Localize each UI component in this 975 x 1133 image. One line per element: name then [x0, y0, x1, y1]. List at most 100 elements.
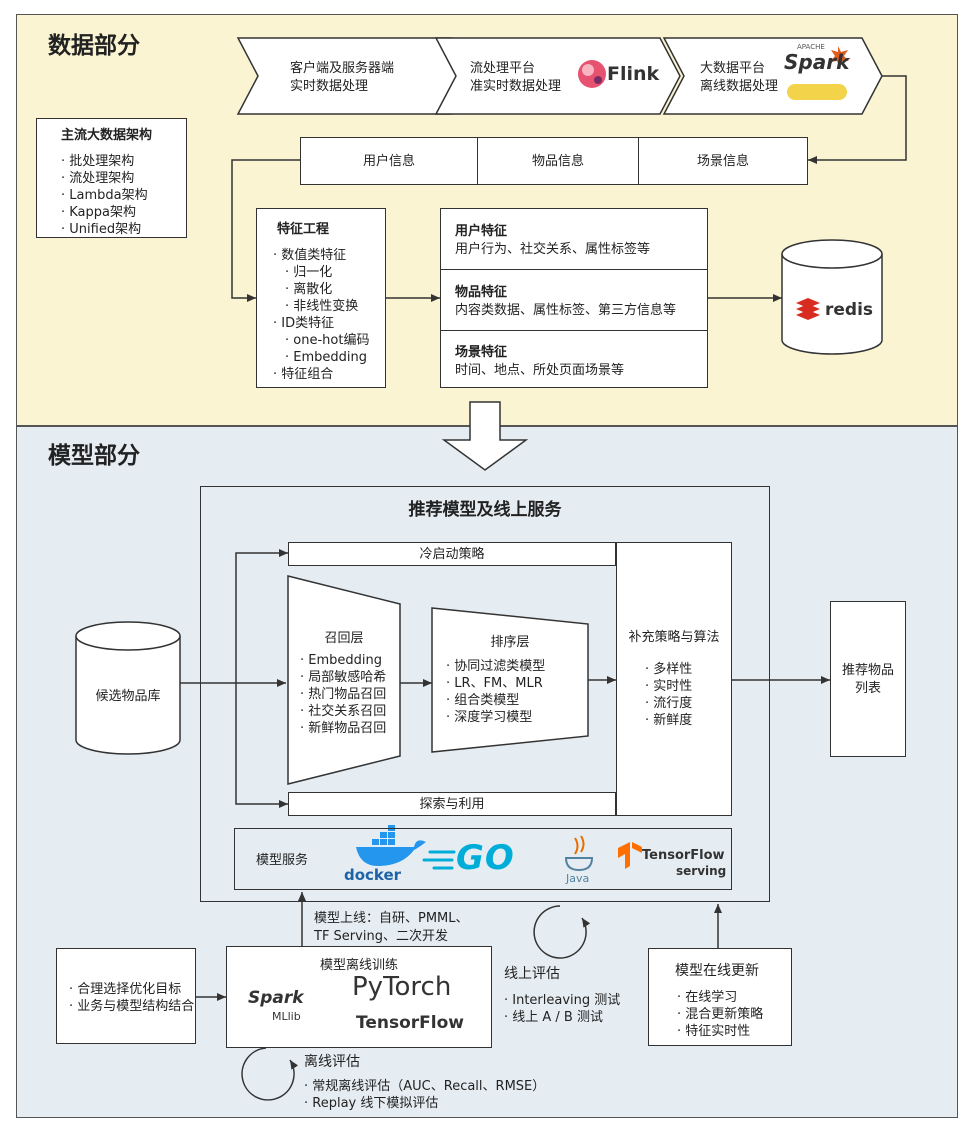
goal-item: 业务与模型结构结合	[69, 998, 194, 1015]
tensorflow-icon-serving	[618, 842, 642, 869]
redis-cylinder	[781, 239, 883, 355]
info-user-box: 用户信息	[300, 137, 478, 185]
supplement-item: 新鲜度	[645, 712, 692, 729]
section-flow-arrow	[441, 401, 529, 471]
architecture-item: Lambda架构	[61, 187, 147, 204]
recall-item: 热门物品召回	[300, 686, 386, 703]
model-section-title: 模型部分	[48, 443, 140, 469]
fe-item: 数值类特征	[273, 247, 369, 264]
online-update-item: 特征实时性	[677, 1023, 763, 1040]
docker-logo-text: docker	[344, 866, 402, 884]
item-feature-desc: 内容类数据、属性标签、第三方信息等	[455, 303, 677, 318]
ranking-item: 组合类模型	[446, 692, 545, 709]
tf-serving-logo-text: TensorFlow	[642, 848, 725, 863]
candidate-db-cylinder	[75, 621, 181, 755]
online-update-item: 在线学习	[677, 989, 763, 1006]
scene-feature-title: 场景特征	[455, 345, 508, 360]
recall-list: Embedding 局部敏感哈希 热门物品召回 社交关系召回 新鲜物品召回	[300, 652, 386, 737]
user-feature-desc: 用户行为、社交关系、属性标签等	[455, 242, 651, 257]
candidate-db-label: 候选物品库	[95, 689, 161, 704]
tf-serving-sub-text: serving	[676, 864, 727, 878]
architecture-item: 流处理架构	[61, 170, 148, 187]
tensorflow-logo-text: TensorFlow	[356, 1013, 464, 1033]
online-update-title: 模型在线更新	[675, 963, 759, 979]
pipeline-chevron-2	[434, 37, 681, 115]
feature-engineering-title: 特征工程	[277, 222, 330, 237]
goal-item: 合理选择优化目标	[69, 981, 194, 998]
pipeline-1-line1: 客户端及服务器端	[290, 61, 395, 76]
cold-start-box: 冷启动策略	[288, 542, 616, 566]
fe-item: 特征组合	[273, 366, 369, 383]
pipeline-3-line2: 离线数据处理	[700, 79, 779, 94]
ranking-item: 深度学习模型	[446, 709, 545, 726]
info-item-label: 物品信息	[531, 154, 584, 169]
supplement-box: 补充策略与算法 多样性 实时性 流行度 新鲜度	[616, 542, 732, 816]
user-feature-box: 用户特征 用户行为、社交关系、属性标签等	[440, 208, 708, 270]
recall-title: 召回层	[324, 631, 364, 646]
fe-item: 非线性变换	[273, 298, 369, 315]
deploy-line2: TF Serving、二次开发	[314, 929, 448, 944]
redis-logo-text: redis	[825, 300, 874, 320]
offline-eval-title: 离线评估	[304, 1054, 360, 1070]
goals-list: 合理选择优化目标 业务与模型结构结合	[69, 981, 194, 1015]
branch-to-explore	[235, 683, 288, 808]
architecture-item: Unified架构	[61, 221, 148, 238]
offline-eval-item: Replay 线下模拟评估	[304, 1095, 545, 1112]
pytorch-logo-text: PyTorch	[352, 972, 452, 1002]
pipeline-1-line2: 实时数据处理	[290, 79, 369, 94]
online-eval-title: 线上评估	[504, 966, 560, 982]
offline-eval-list: 常规离线评估（AUC、Recall、RMSE） Replay 线下模拟评估	[304, 1078, 545, 1112]
hadoop-logo-icon	[787, 84, 847, 100]
fe-item: Embedding	[273, 349, 369, 366]
spark-logo-text: Spark	[784, 50, 850, 74]
info-scene-label: 场景信息	[696, 154, 749, 169]
docker-whale-icon	[356, 825, 426, 866]
info-item-box: 物品信息	[477, 137, 639, 185]
info-user-label: 用户信息	[362, 154, 415, 169]
mllib-logo-text: MLlib	[272, 1010, 301, 1023]
item-feature-title: 物品特征	[455, 285, 508, 300]
fe-item: one-hot编码	[273, 332, 369, 349]
online-update-item: 混合更新策略	[677, 1006, 763, 1023]
architectures-box: 主流大数据架构 批处理架构 流处理架构 Lambda架构 Kappa架构 Uni…	[36, 118, 187, 238]
online-eval-list: Interleaving 测试 线上 A / B 测试	[504, 992, 620, 1026]
offline-eval-item: 常规离线评估（AUC、Recall、RMSE）	[304, 1078, 545, 1095]
supplement-item: 流行度	[645, 695, 692, 712]
feature-engineering-list: 数值类特征 归一化 离散化 非线性变换 ID类特征 one-hot编码 Embe…	[273, 247, 369, 383]
fe-item: 离散化	[273, 281, 369, 298]
supplement-item: 多样性	[645, 661, 692, 678]
offline-training-title: 模型离线训练	[319, 958, 398, 973]
pipeline-3-line1: 大数据平台	[700, 61, 766, 76]
go-speed-lines-icon	[422, 850, 456, 870]
item-feature-box: 物品特征 内容类数据、属性标签、第三方信息等	[440, 269, 708, 331]
pipeline-2-line1: 流处理平台	[470, 61, 536, 76]
java-cup-icon	[564, 835, 594, 872]
info-to-fe-arrow	[231, 159, 300, 302]
user-feature-title: 用户特征	[455, 224, 508, 239]
ranking-list: 协同过滤类模型 LR、FM、MLR 组合类模型 深度学习模型	[446, 658, 545, 726]
branch-to-cold-start	[235, 549, 288, 683]
online-update-box: 模型在线更新 在线学习 混合更新策略 特征实时性	[648, 948, 792, 1046]
explore-box: 探索与利用	[288, 792, 616, 816]
architectures-list: 批处理架构 流处理架构 Lambda架构 Kappa架构 Unified架构	[61, 153, 148, 238]
ranking-item: LR、FM、MLR	[446, 675, 545, 692]
supplement-list: 多样性 实时性 流行度 新鲜度	[645, 661, 692, 729]
recall-item: 社交关系召回	[300, 703, 386, 720]
recall-item: Embedding	[300, 652, 386, 669]
scene-feature-box: 场景特征 时间、地点、所处页面场景等	[440, 330, 708, 388]
fe-item: 归一化	[273, 264, 369, 281]
fe-item: ID类特征	[273, 315, 369, 332]
spark-mllib-logo-text: Spark	[248, 988, 304, 1008]
scene-feature-desc: 时间、地点、所处页面场景等	[455, 363, 625, 378]
architecture-item: Kappa架构	[61, 204, 148, 221]
service-title: 推荐模型及线上服务	[408, 500, 562, 520]
goals-box: 合理选择优化目标 业务与模型结构结合	[56, 948, 196, 1044]
online-eval-item: 线上 A / B 测试	[504, 1009, 620, 1026]
result-list-line1: 推荐物品	[841, 663, 894, 678]
offline-training-box: 模型离线训练	[226, 946, 492, 1048]
supplement-title: 补充策略与算法	[628, 630, 720, 645]
online-eval-loop	[533, 905, 591, 959]
cold-start-label: 冷启动策略	[419, 547, 485, 562]
offline-eval-loop	[241, 1047, 299, 1101]
model-serving-label: 模型服务	[256, 853, 309, 868]
